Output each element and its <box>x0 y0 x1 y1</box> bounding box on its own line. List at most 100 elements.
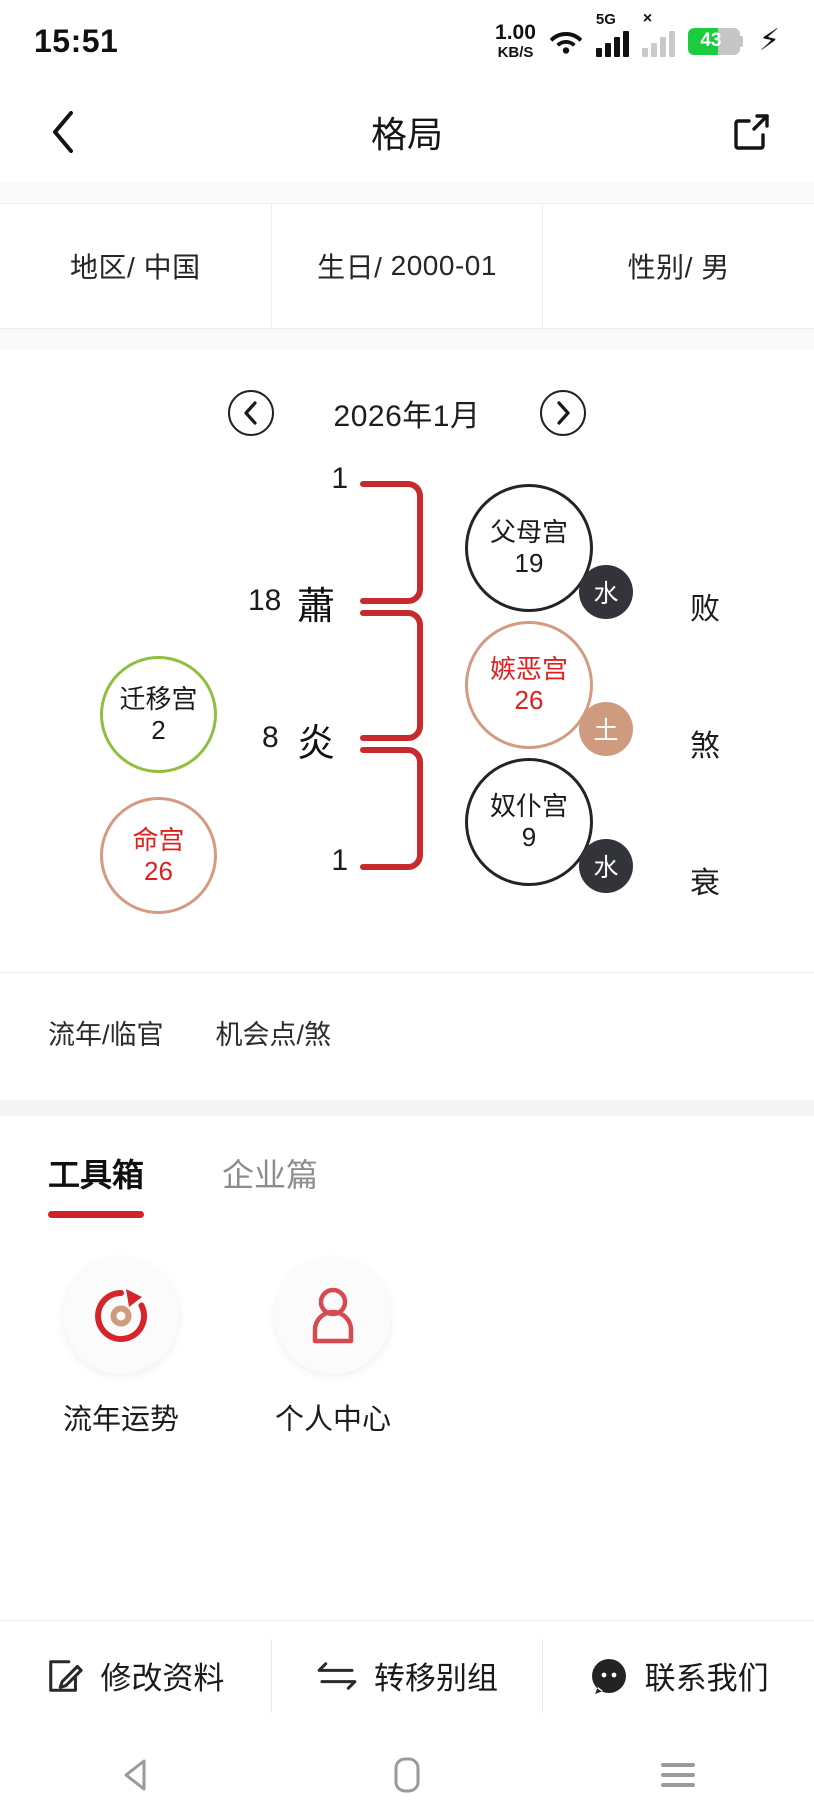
element-badge-fumu: 水 <box>579 565 633 619</box>
palace-node-minggong[interactable]: 命宫 26 <box>100 797 217 914</box>
palace-value-minggong: 26 <box>144 855 173 886</box>
diagram-center-char-xiao: 蕭 <box>296 586 335 628</box>
tab-enterprise[interactable]: 企业篇 <box>222 1150 318 1218</box>
page-title: 格局 <box>370 114 443 155</box>
action-transfer-group-label: 转移别组 <box>374 1661 498 1696</box>
tool-item-personal-center[interactable]: 个人中心 <box>254 1258 412 1438</box>
network-speed-indicator: 1.00 KB/S <box>495 22 536 60</box>
diagram-bottom-number: 1 <box>331 844 348 877</box>
section-separator <box>0 1100 814 1116</box>
wifi-icon <box>549 28 583 55</box>
palace-node-nupu[interactable]: 奴仆宫 9 <box>465 758 593 886</box>
diagram-top-number: 1 <box>331 462 348 495</box>
palace-value-fumu: 19 <box>514 548 544 578</box>
element-badge-jie-e: 土 <box>579 702 633 756</box>
tab-toolbox[interactable]: 工具箱 <box>48 1150 145 1218</box>
swap-arrows-icon <box>317 1661 357 1690</box>
info-cell-gender[interactable]: 性别/ 男 <box>542 204 814 328</box>
palace-node-qianyi[interactable]: 迁移宫 2 <box>100 656 217 773</box>
diagram-right-label-3: 衰 <box>690 867 720 900</box>
next-month-button[interactable] <box>540 390 587 436</box>
info-label-region: 地区/ <box>70 252 136 283</box>
app-header: 格局 <box>0 82 814 182</box>
battery-cap <box>738 35 743 47</box>
tool-item-liunian-yunshi[interactable]: 流年运势 <box>42 1258 200 1438</box>
back-button[interactable] <box>40 109 86 155</box>
info-label-gender: 性别/ <box>627 252 693 283</box>
status-opportunity: 机会点/煞 <box>215 1020 332 1050</box>
prev-month-button[interactable] <box>227 390 274 436</box>
status-time: 15:51 <box>34 22 119 59</box>
bottom-action-bar: 修改资料 转移别组 联系我们 <box>0 1620 814 1730</box>
chevron-left-circle-icon <box>243 401 257 425</box>
recents-lines-icon <box>661 1757 696 1793</box>
action-edit-profile[interactable]: 修改资料 <box>0 1639 271 1713</box>
status-bar: 15:51 1.00 KB/S 5G × <box>0 0 814 82</box>
tool-icon-wrapper-person <box>275 1258 391 1374</box>
info-label-birthday: 生日/ <box>317 252 383 283</box>
status-liunian: 流年/临官 <box>48 1020 164 1050</box>
android-navigation-bar <box>0 1730 814 1819</box>
palace-name-jie-e: 嫉恶宫 <box>489 654 568 685</box>
status-icons: 1.00 KB/S 5G × 43 <box>495 10 780 60</box>
palace-value-jie-e: 26 <box>514 685 544 715</box>
tab-enterprise-label: 企业篇 <box>222 1157 319 1193</box>
diagram-left-number-18: 18 <box>248 584 282 617</box>
person-icon <box>312 1287 354 1344</box>
action-contact-us[interactable]: 联系我们 <box>542 1638 814 1713</box>
diagram-right-label-2: 煞 <box>690 730 720 763</box>
palace-value-nupu: 9 <box>521 822 537 852</box>
refresh-fortune-icon <box>95 1289 148 1342</box>
diagram-left-number-8: 8 <box>262 721 279 754</box>
info-divider <box>0 329 814 350</box>
tool-label-personal-center: 个人中心 <box>274 1404 391 1436</box>
tool-label-liunian: 流年运势 <box>62 1404 179 1436</box>
info-cell-region[interactable]: 地区/ 中国 <box>0 204 271 328</box>
chevron-left-icon <box>53 111 73 153</box>
header-divider <box>0 182 814 203</box>
palace-node-jie-e[interactable]: 嫉恶宫 26 <box>465 621 593 749</box>
info-value-gender: 男 <box>701 252 730 283</box>
android-recents-button[interactable] <box>628 1745 728 1805</box>
element-badge-nupu: 水 <box>579 839 633 893</box>
triangle-back-icon <box>124 1759 146 1790</box>
android-home-button[interactable] <box>357 1745 457 1805</box>
action-contact-us-label: 联系我们 <box>644 1661 769 1696</box>
current-month-label: 2026年1月 <box>333 400 481 433</box>
action-edit-profile-label: 修改资料 <box>100 1661 225 1696</box>
diagram-center-char-yan: 炎 <box>296 723 335 765</box>
tool-grid: 流年运势 个人中心 <box>0 1218 814 1438</box>
palace-node-fumu[interactable]: 父母宫 19 <box>465 484 593 612</box>
bracket-connectors <box>360 481 423 870</box>
network-type-label: 5G <box>595 11 616 28</box>
month-navigator: 2026年1月 <box>0 374 814 452</box>
palace-name-qianyi: 迁移宫 <box>119 683 198 714</box>
fortune-status-line: 流年/临官 机会点/煞 <box>0 972 814 1094</box>
battery-percent: 43 <box>700 30 722 51</box>
tab-bar: 工具箱 企业篇 <box>0 1116 814 1218</box>
edit-document-icon <box>49 1659 83 1692</box>
network-speed-unit: KB/S <box>497 44 534 61</box>
palace-name-minggong: 命宫 <box>132 824 185 855</box>
action-transfer-group[interactable]: 转移别组 <box>270 1638 543 1713</box>
sim1-signal-icon: 5G <box>595 11 629 57</box>
customer-service-icon <box>591 1658 626 1694</box>
info-cell-birthday[interactable]: 生日/ 2000-01 <box>270 204 543 328</box>
chevron-right-circle-icon <box>557 401 571 425</box>
charging-bolt-icon: ⚡ <box>758 24 780 57</box>
palace-value-qianyi: 2 <box>151 714 166 745</box>
android-back-button[interactable] <box>86 1745 186 1805</box>
battery-indicator: 43 <box>687 27 743 55</box>
share-button[interactable] <box>728 109 774 155</box>
battery-icon: 43 <box>687 27 740 55</box>
info-value-region: 中国 <box>143 252 201 283</box>
palace-diagram: 1 1 18 8 蕭 炎 父母宫 19 水 嫉恶宫 26 土 奴仆宫 9 <box>0 452 814 972</box>
palace-name-nupu: 奴仆宫 <box>489 791 568 822</box>
profile-info-row: 地区/ 中国 生日/ 2000-01 性别/ 男 <box>0 203 814 329</box>
home-rect-icon <box>394 1757 420 1792</box>
sim2-no-service-mark: × <box>642 10 653 27</box>
info-value-birthday: 2000-01 <box>390 250 497 281</box>
tab-active-indicator <box>48 1211 145 1218</box>
chart-card: 2026年1月 1 1 18 8 <box>0 350 814 1100</box>
